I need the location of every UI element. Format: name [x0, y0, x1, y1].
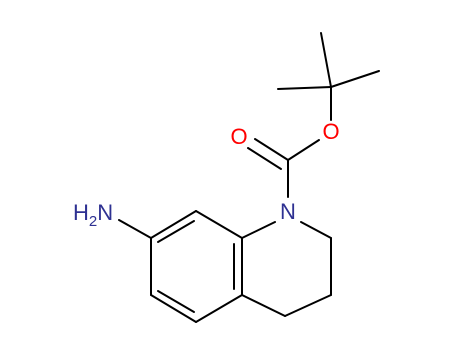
- bond-carbonyl-double-a: [254, 138, 289, 161]
- atom-carbonyl-oxygen: O: [230, 124, 247, 149]
- bond-c7-amine: [118, 219, 152, 239]
- bond-c3-c4: [284, 294, 332, 317]
- bond-c4-c4a: [241, 294, 286, 317]
- atom-amine-label: H2N: [73, 200, 113, 230]
- bond-c8-c7: [150, 210, 197, 239]
- bond-c6-c5: [150, 294, 197, 323]
- bond-c8-c7-inner: [157, 220, 195, 243]
- bond-group: [118, 32, 380, 323]
- amine-nitrogen: N: [97, 200, 113, 225]
- bond-c8a-c8: [195, 210, 243, 239]
- bond-tbu-methyl-left: [277, 86, 332, 90]
- bond-carbonyl-double-b: [247, 147, 282, 170]
- amine-hydrogen: H: [73, 200, 89, 225]
- bond-tbu-methyl-right: [330, 70, 380, 88]
- atom-ester-oxygen: O: [322, 119, 339, 144]
- amine-subscript: 2: [89, 213, 97, 230]
- bond-n-c2: [300, 221, 332, 239]
- bond-n-c8a: [241, 221, 276, 239]
- bond-c5-c4a: [195, 294, 243, 323]
- atom-ring-nitrogen: N: [280, 199, 296, 224]
- bond-tbu-methyl-top: [320, 32, 332, 88]
- bond-ester-oxygen-carbonyl: [287, 139, 320, 161]
- bond-c6-c5-inner: [157, 290, 195, 313]
